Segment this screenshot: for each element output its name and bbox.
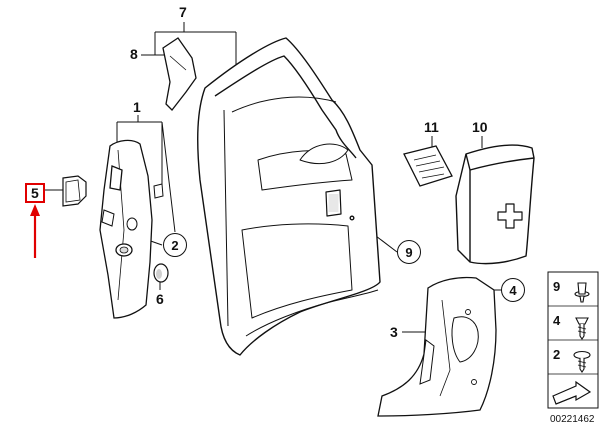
- callout-10: 10: [472, 119, 488, 135]
- callout-6: 6: [156, 291, 164, 307]
- part-5-clip: [62, 175, 87, 207]
- part-11-label: [403, 145, 453, 187]
- part-1-pillar-trim: [99, 139, 164, 319]
- callout-5: 5: [25, 183, 45, 203]
- legend-label-4: 4: [553, 313, 561, 328]
- screw-icon: [575, 317, 589, 340]
- part-8-cover: [162, 37, 197, 111]
- fastener-legend: [547, 271, 599, 409]
- part-6-cap: [153, 263, 169, 283]
- diagram-number: 00221462: [550, 414, 595, 425]
- callout-1: 1: [133, 99, 141, 115]
- callout-3: 3: [390, 324, 398, 340]
- legend-label-9: 9: [553, 279, 561, 294]
- highlight-arrow: [30, 204, 40, 258]
- callout-11: 11: [424, 119, 439, 135]
- return-arrow-icon: [552, 380, 592, 405]
- part-3-trim: [377, 276, 497, 417]
- trunk-side-panel: [197, 37, 381, 356]
- part-10-first-aid-kit: [455, 144, 535, 265]
- callout-7: 7: [179, 4, 187, 20]
- callout-2: 2: [163, 233, 187, 257]
- screw-icon: [573, 350, 591, 373]
- legend-label-2: 2: [553, 347, 561, 362]
- push-rivet-icon: [574, 282, 590, 303]
- callout-8: 8: [130, 46, 138, 62]
- callout-4: 4: [501, 278, 525, 302]
- callout-9: 9: [397, 240, 421, 264]
